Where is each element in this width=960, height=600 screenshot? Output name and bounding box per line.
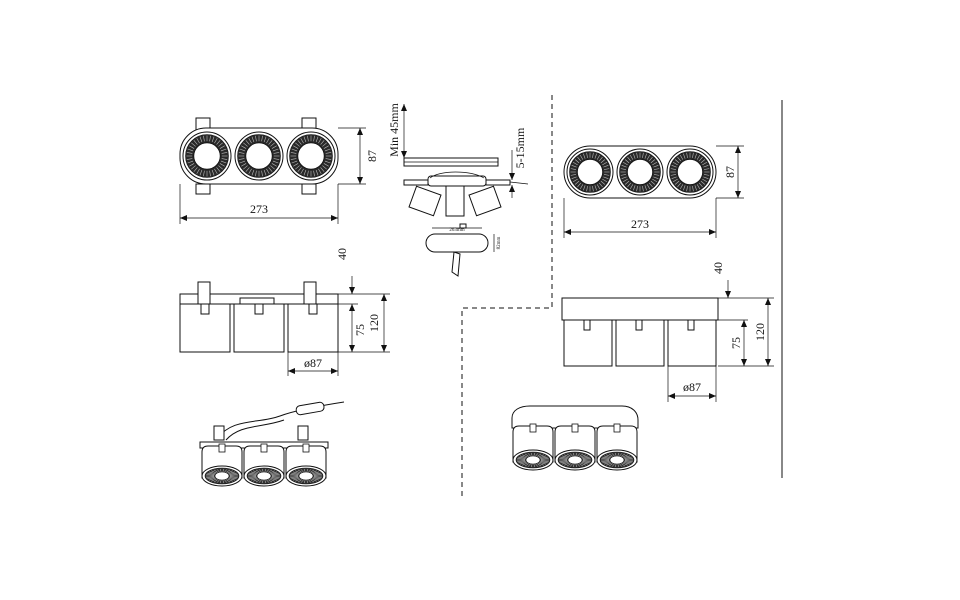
surface-lamp-2: [616, 148, 664, 196]
recessed-diameter-87-label: ø87: [304, 356, 322, 370]
recessed-side-view: 40 75 120 ø87: [179, 248, 390, 376]
recessed-width-273-label: 273: [250, 202, 268, 216]
recessed-head-1: [201, 443, 243, 487]
surface-height-87-label: 87: [723, 166, 737, 178]
cutout-height-label: 82mm: [497, 237, 502, 250]
surface-top-view: 87 273: [563, 145, 744, 238]
surface-head-1: [512, 423, 554, 471]
recessed-height-120-label: 120: [367, 314, 381, 332]
recessed-depth-75-label: 75: [353, 324, 367, 336]
section-divider-dashed: [461, 95, 553, 500]
surface-width-273-label: 273: [631, 217, 649, 231]
recessed-lamp-2: [234, 131, 284, 181]
surface-head-2: [554, 423, 596, 471]
surface-depth-40-label: 40: [711, 262, 725, 274]
surface-depth-75-label: 75: [729, 337, 743, 349]
surface-lamp-3: [666, 148, 714, 196]
ceiling-thickness-label: 5-15mm: [513, 127, 527, 168]
recessed-lamp-3: [286, 131, 336, 181]
recessed-perspective-view: [199, 401, 345, 487]
surface-side-view: 40 75 120 ø87: [561, 262, 774, 402]
surface-height-120-label: 120: [753, 323, 767, 341]
recessed-lamp-1: [182, 131, 232, 181]
surface-perspective-view: [511, 405, 639, 471]
min-clearance-label: Min 45mm: [387, 102, 401, 156]
recessed-height-87-label: 87: [365, 150, 379, 162]
recessed-head-3: [285, 443, 327, 487]
cutout-width-label: 263mm: [449, 228, 464, 233]
surface-diameter-87-label: ø87: [683, 380, 701, 394]
surface-lamp-1: [566, 148, 614, 196]
recessed-depth-40-label: 40: [335, 248, 349, 260]
recessed-top-view: 87 273: [179, 117, 379, 224]
surface-head-3: [596, 423, 638, 471]
recessed-head-2: [243, 443, 285, 487]
installation-detail: Min 45mm 5-15mm 263mm 82mm: [387, 102, 529, 277]
